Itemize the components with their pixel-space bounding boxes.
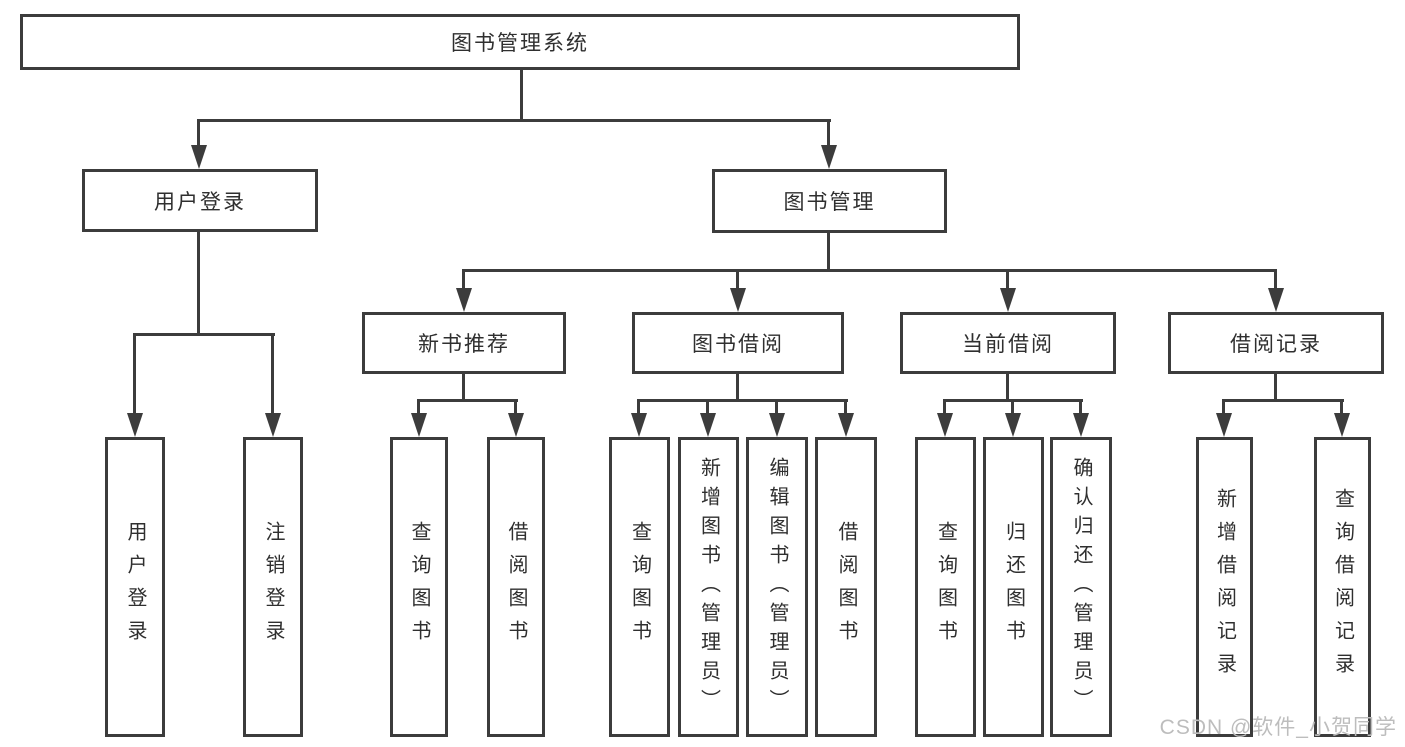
node-book-management: 图书管理 [712, 169, 947, 233]
arrow-down-icon [700, 413, 716, 437]
connector-line [514, 402, 517, 414]
connector-line [197, 119, 831, 122]
connector-line [462, 272, 465, 289]
connector-line [462, 269, 1277, 272]
connector-line [943, 402, 946, 414]
arrow-down-icon [456, 288, 472, 312]
connector-line [1340, 402, 1343, 414]
leaf-add-borrow-record: 新增借阅记录 [1196, 437, 1253, 737]
arrow-down-icon [821, 145, 837, 169]
arrow-down-icon [265, 413, 281, 437]
leaf-borrow-books-1: 借阅图书 [487, 437, 545, 737]
connector-line [1011, 402, 1014, 414]
node-user-login: 用户登录 [82, 169, 318, 232]
connector-line [1222, 399, 1344, 402]
connector-line [1274, 272, 1277, 289]
connector-line [133, 336, 136, 414]
connector-line [844, 402, 847, 414]
connector-line [197, 232, 200, 336]
node-new-book-recommend: 新书推荐 [362, 312, 566, 374]
arrow-down-icon [1334, 413, 1350, 437]
arrow-down-icon [937, 413, 953, 437]
arrow-down-icon [631, 413, 647, 437]
leaf-query-books-1: 查询图书 [390, 437, 448, 737]
connector-line [271, 336, 274, 414]
connector-line [417, 399, 518, 402]
arrow-down-icon [730, 288, 746, 312]
arrow-down-icon [769, 413, 785, 437]
connector-line [1079, 402, 1082, 414]
leaf-edit-books-admin: 编辑图书（管理员） [746, 437, 808, 737]
connector-line [197, 122, 200, 146]
connector-line [943, 399, 1083, 402]
connector-line [637, 402, 640, 414]
arrow-down-icon [508, 413, 524, 437]
arrow-down-icon [1000, 288, 1016, 312]
node-borrow-records: 借阅记录 [1168, 312, 1384, 374]
leaf-logout: 注销登录 [243, 437, 303, 737]
connector-line [520, 70, 523, 122]
connector-line [1222, 402, 1225, 414]
connector-line [736, 272, 739, 289]
connector-line [706, 402, 709, 414]
leaf-borrow-books-2: 借阅图书 [815, 437, 877, 737]
leaf-query-books-3: 查询图书 [915, 437, 976, 737]
connector-line [1274, 374, 1277, 402]
arrow-down-icon [1005, 413, 1021, 437]
connector-line [462, 374, 465, 402]
arrow-down-icon [1216, 413, 1232, 437]
connector-line [827, 122, 830, 146]
leaf-confirm-return-admin: 确认归还（管理员） [1050, 437, 1112, 737]
arrow-down-icon [411, 413, 427, 437]
connector-line [417, 402, 420, 414]
leaf-add-books-admin: 新增图书（管理员） [678, 437, 739, 737]
leaf-query-borrow-record: 查询借阅记录 [1314, 437, 1371, 737]
connector-line [1006, 272, 1009, 289]
connector-line [775, 402, 778, 414]
node-root: 图书管理系统 [20, 14, 1020, 70]
connector-line [1006, 374, 1009, 402]
arrow-down-icon [838, 413, 854, 437]
connector-line [637, 399, 848, 402]
arrow-down-icon [191, 145, 207, 169]
arrow-down-icon [1268, 288, 1284, 312]
leaf-query-books-2: 查询图书 [609, 437, 670, 737]
arrow-down-icon [127, 413, 143, 437]
connector-line [736, 374, 739, 402]
csdn-watermark: CSDN @软件_小贺同学 [1159, 716, 1397, 739]
leaf-user-login: 用户登录 [105, 437, 165, 737]
connector-line [133, 333, 275, 336]
arrow-down-icon [1073, 413, 1089, 437]
node-current-borrow: 当前借阅 [900, 312, 1116, 374]
node-book-borrow: 图书借阅 [632, 312, 844, 374]
leaf-return-books: 归还图书 [983, 437, 1044, 737]
connector-line [827, 233, 830, 272]
